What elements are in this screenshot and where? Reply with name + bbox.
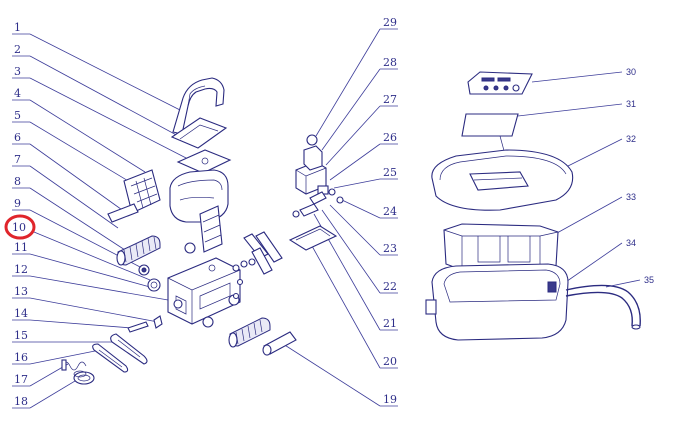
callout-16: 16 xyxy=(14,351,28,364)
callout-8: 8 xyxy=(14,175,21,188)
highlight-circle xyxy=(4,214,36,240)
station-callouts: 30 31 32 33 34 35 xyxy=(626,67,654,285)
callout-10: 10 xyxy=(12,221,26,234)
part-spring xyxy=(61,359,87,371)
part-motor-small-parts xyxy=(292,185,344,218)
part-chassis xyxy=(167,257,241,325)
left-callouts: 1 2 3 4 5 6 7 8 9 10 11 12 13 14 15 16 1… xyxy=(12,21,28,408)
part-inner-tray xyxy=(443,223,559,271)
part-drive-track xyxy=(110,333,148,365)
part-base-tub xyxy=(425,263,569,341)
callout-1: 1 xyxy=(14,21,21,34)
callout-33: 33 xyxy=(626,192,636,202)
right-leaders xyxy=(279,28,381,407)
callout-19: 19 xyxy=(383,393,397,406)
callout-32: 32 xyxy=(626,134,636,144)
part-side-skids xyxy=(243,231,283,275)
right-callouts: 29 28 27 26 25 24 23 22 21 20 19 xyxy=(383,16,397,406)
callout-13: 13 xyxy=(14,285,28,298)
callout-21: 21 xyxy=(383,317,397,330)
part-base-plate xyxy=(288,225,338,251)
callout-34: 34 xyxy=(626,238,636,248)
part-clip xyxy=(153,315,163,329)
part-filter-basket xyxy=(123,169,161,214)
callout-12: 12 xyxy=(14,263,28,276)
right-callout-underlines xyxy=(380,28,398,407)
callout-14: 14 xyxy=(14,307,28,320)
callout-17: 17 xyxy=(14,373,28,386)
part-cylinder xyxy=(262,331,297,356)
part-hose xyxy=(565,284,641,330)
callout-15: 15 xyxy=(14,329,28,342)
part-coil xyxy=(73,370,95,385)
callout-28: 28 xyxy=(383,56,397,69)
part-top-plate xyxy=(176,149,232,174)
part-side-bracket xyxy=(107,203,139,223)
part-brush-roller-left xyxy=(116,235,161,266)
part-screws xyxy=(232,258,256,300)
callout-26: 26 xyxy=(383,131,397,144)
part-motor-assembly xyxy=(295,134,327,195)
part-handle-cap xyxy=(170,117,228,149)
callout-4: 4 xyxy=(14,87,21,100)
callout-31: 31 xyxy=(626,99,636,109)
callout-9: 9 xyxy=(14,197,21,210)
callout-3: 3 xyxy=(14,65,21,78)
callout-5: 5 xyxy=(14,109,21,122)
callout-35: 35 xyxy=(644,275,654,285)
part-chassis-wheels xyxy=(173,242,240,328)
part-brush-roller-right xyxy=(228,317,271,348)
part-gear xyxy=(147,278,161,292)
left-callout-underlines xyxy=(12,33,30,409)
callout-29: 29 xyxy=(383,16,397,29)
callout-6: 6 xyxy=(14,131,21,144)
part-station-lid xyxy=(431,149,574,211)
callout-30: 30 xyxy=(626,67,636,77)
callout-22: 22 xyxy=(383,280,397,293)
left-leaders xyxy=(29,33,191,409)
callout-2: 2 xyxy=(14,43,21,56)
part-pin xyxy=(127,321,149,333)
callout-18: 18 xyxy=(14,395,28,408)
part-wheel-small xyxy=(138,264,150,276)
callout-27: 27 xyxy=(383,93,397,106)
callout-24: 24 xyxy=(383,205,397,218)
callout-11: 11 xyxy=(14,241,28,254)
callout-20: 20 xyxy=(383,355,397,368)
part-control-panel xyxy=(467,71,533,95)
part-inner-filter xyxy=(199,205,223,253)
callout-7: 7 xyxy=(14,153,21,166)
callout-23: 23 xyxy=(383,242,397,255)
part-track-belt xyxy=(92,343,129,373)
part-handle xyxy=(172,77,225,135)
callout-25: 25 xyxy=(383,166,397,179)
